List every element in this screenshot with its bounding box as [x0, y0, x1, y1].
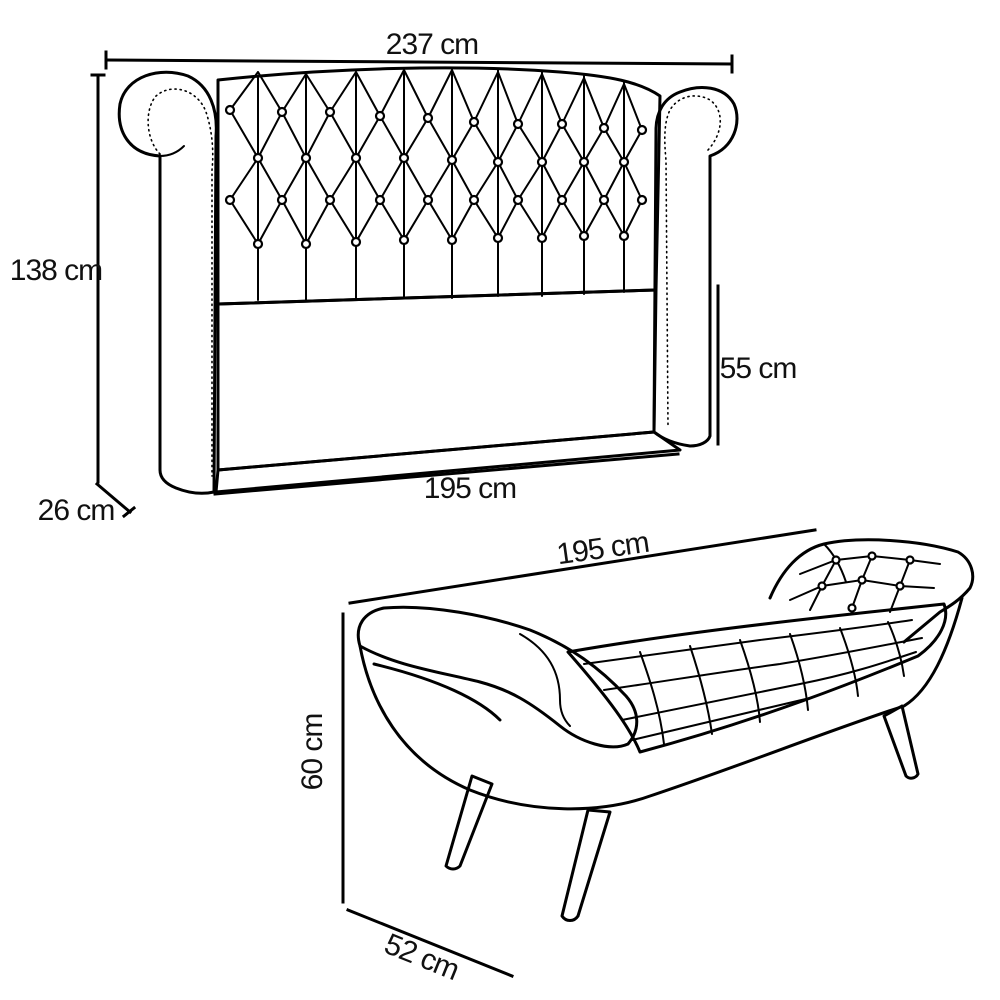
headboard-base-strip [214, 430, 682, 494]
left-wing-nailheads [147, 88, 214, 477]
headboard-right-wing [652, 86, 739, 448]
headboard-tuft-buttons [224, 104, 648, 250]
bench-depth-dimension-line [346, 908, 514, 978]
right-wing-nailheads [664, 95, 722, 427]
bench-width-label: 195 cm [555, 526, 651, 572]
bench-right-arm [768, 538, 975, 644]
headboard-width-label: 237 cm [386, 28, 478, 61]
bench-drawing: 195 cm 60 cm 52 cm [296, 526, 975, 987]
bench-depth-label: 52 cm [380, 928, 463, 987]
headboard-height-label: 138 cm [10, 254, 102, 287]
bench-leg-front-right [560, 808, 612, 922]
bench-body [358, 596, 964, 811]
bench-body-seam [372, 662, 502, 722]
bench-left-arm-scroll [519, 633, 571, 727]
headboard-inner-width-dimension-line [213, 452, 680, 496]
headboard-depth-label: 26 cm [38, 494, 115, 527]
headboard-pleats [257, 69, 625, 301]
bench-leg-front-left [444, 774, 494, 871]
headboard-diamond-tufting [229, 69, 643, 247]
headboard-lower-panel [216, 288, 658, 472]
headboard-depth-dimension-line [94, 481, 133, 515]
headboard-drawing: 237 cm 138 cm 26 cm 55 cm 195 cm [10, 28, 798, 527]
bench-arm-tufting [789, 551, 941, 613]
left-wing-scroll-line [159, 145, 185, 157]
bench-seat-tufting [583, 619, 923, 745]
headboard-inner-width-label: 195 cm [424, 472, 516, 505]
bench-width-dimension-line [348, 528, 817, 605]
headboard-depth-tick [121, 505, 137, 519]
headboard-tufted-panel [216, 66, 662, 306]
headboard-width-dimension-line [104, 58, 734, 66]
panel-height-label: 55 cm [720, 352, 797, 385]
bench-height-label: 60 cm [296, 714, 329, 791]
bench-leg-back-right [882, 704, 920, 780]
bench-left-arm [356, 605, 639, 749]
headboard-left-wing [117, 70, 218, 495]
